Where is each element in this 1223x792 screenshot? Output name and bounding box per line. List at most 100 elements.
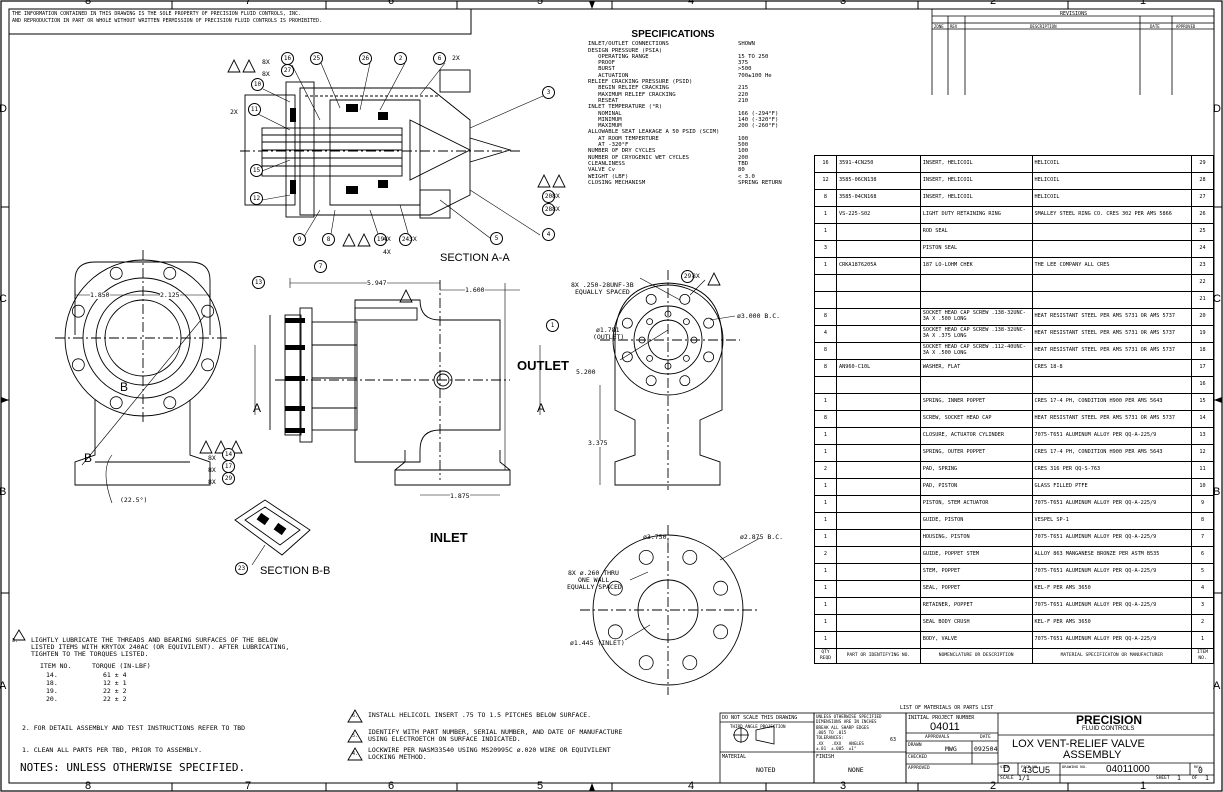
bom-qty: 2 [814,461,837,479]
bom-item-no: 27 [1191,189,1214,207]
inlet-view [580,525,760,695]
company-subtitle: FLUID CONTROLS [1082,726,1135,732]
bom-part-no: 3585-06CN138 [835,172,921,190]
of-value: 1 [1205,774,1209,782]
zone-col-6: 6 [388,0,395,7]
bom-nomenclature: RETAINER, POPPET [919,597,1033,615]
bom-material: THE LEE COMPANY ALL CRES [1031,257,1192,275]
tolerance-line: TOLERANCES: [816,735,844,741]
bom-part-no: 3591-4CN250 [835,155,921,173]
bom-material: 7075-T651 ALUMINUM ALLOY PER QQ-A-225/9 [1031,495,1192,513]
bom-nomenclature: STEM, POPPET [919,563,1033,581]
section-bb-label: SECTION B-B [260,565,331,577]
fscm-number: 43CU5 [1022,765,1051,775]
bom-nomenclature: HOUSING, PISTON [919,529,1033,547]
bom-part-no [835,614,921,632]
quantity-label: 8X [552,205,560,213]
bom-qty: 1 [814,223,837,241]
bom-qty: 8 [814,189,837,207]
bom-part-no [835,308,921,326]
zone-row-c: C [0,293,7,305]
bom-material [1031,223,1192,241]
tolerance-line: ±.01 ±.005 ±1° [816,745,857,751]
spec-value: 15 TO 250 [738,53,769,60]
spec-row: ALLOWABLE SEAT LEAKAGE A 50 PSID (SCIM) [588,129,804,135]
bom-material: CRES 18-8 [1031,359,1192,377]
note-5-line1: IDENTIFY WITH PART NUMBER, SERIAL NUMBER… [368,728,623,736]
zone-row-b: B [0,486,7,498]
bom-nomenclature: INSERT, HELICOIL [919,189,1033,207]
note-4-line2: LOCKING METHOD. [368,753,427,761]
left-end-view [55,250,230,486]
bolt-hole [703,351,715,363]
spec-key: OPERATING RANGE [588,53,649,60]
bom-item-no: 19 [1191,325,1214,343]
bom-material: 7075-T651 ALUMINUM ALLOY PER QQ-A-225/9 [1031,597,1192,615]
bom-qty: 1 [814,563,837,581]
bom-qty: 1 [814,206,837,224]
cut-a-left: A [253,401,262,415]
bom-nomenclature: INSERT, HELICOIL [919,155,1033,173]
callout-balloon: 12 [250,192,263,205]
bom-item-no: 4 [1191,580,1214,598]
spec-row: INLET TEMPERATURE (°R) [588,104,804,110]
thru-note-1: 8X ø.260 THRU [568,569,619,577]
spec-value: 200 [738,154,749,161]
bom-item-no: 15 [1191,393,1214,411]
callout-balloon: 27 [281,64,294,77]
project-number: 04011 [930,721,960,733]
table-row: 22 [814,274,1214,292]
bom-material: 7075-T651 ALUMINUM ALLOY PER QQ-A-225/9 [1031,631,1192,649]
bom-material: KEL-F PER AMS 3650 [1031,580,1192,598]
outlet-label: OUTLET [517,358,569,373]
callout-balloon: 2 [394,52,407,65]
note-3-line2: LISTED ITEMS WITH KRYTOX 240AC (OR EQUIV… [31,643,290,651]
third-angle-projection: THIRD ANGLE PROJECTION [730,724,786,729]
note-6-flag: 6. [352,713,359,719]
spec-key: NOMINAL [588,110,622,117]
bom-item-no: 21 [1191,291,1214,309]
bom-part-no: AN960-C10L [835,359,921,377]
bc-2875: ø2.875 B.C. [740,533,784,541]
material-label: MATERIAL [722,754,747,760]
bom-part-no [835,240,921,258]
bolt-hole [607,624,623,640]
torque-item: 20. [46,695,58,703]
callout-balloon: 10 [251,78,264,91]
spec-value: 100 [738,148,749,155]
bolt-hole [703,317,715,329]
specifications-title: SPECIFICATIONS [631,29,715,40]
bolt-hole [690,336,698,344]
spec-key: INLET TEMPERATURE (°R) [588,104,663,111]
zone-row-b-right: B [1213,486,1221,498]
bolt-hole [201,358,215,372]
spec-key: MINIMUM [588,116,622,123]
quantity-label: 8X [208,478,216,486]
bom-material: 7075-T651 ALUMINUM ALLOY PER QQ-A-225/9 [1031,427,1192,445]
inlet-label: INLET [430,530,468,545]
bom-nomenclature: PISTON, STEM ACTUATOR [919,495,1033,513]
revision-block [931,8,1215,95]
revisions-title: REVISIONS [1060,11,1088,17]
zone-col-5: 5 [537,0,544,7]
spec-value: >500 [738,66,752,73]
bom-nomenclature [919,376,1033,394]
revision-value: 0 [1198,766,1203,775]
bom-item-no: 1 [1191,631,1214,649]
bom-material: 7075-T651 ALUMINUM ALLOY PER QQ-A-225/9 [1031,529,1192,547]
bom-material: CRES 17-4 PH, CONDITION H900 PER AMS 564… [1031,393,1192,411]
bolt-hole [621,351,633,363]
quantity-label: 8X [262,58,270,66]
zone-col-7-bottom: 7 [245,780,252,792]
bom-material: HEAT RESISTANT STEEL PER AMS 5731 OR AMS… [1031,325,1192,343]
torque-header-torque: TORQUE (IN-LBF) [92,662,151,670]
bom-qty: 1 [814,444,837,462]
